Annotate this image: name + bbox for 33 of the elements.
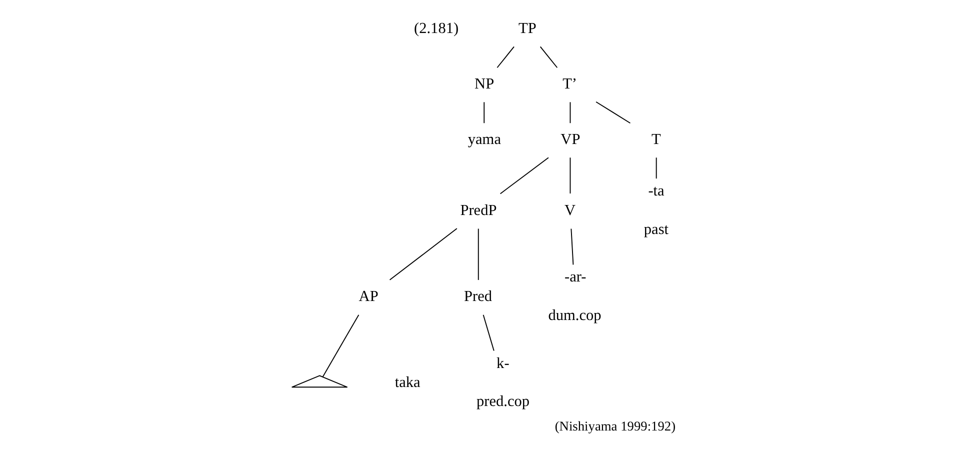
connector [322,314,359,378]
node-text: VP [560,130,580,148]
label: (2.181) [413,20,458,37]
node-text: PredP [460,202,496,219]
connector [482,314,494,352]
connector [539,46,558,68]
connector [569,102,570,124]
node-text: AP [358,288,378,305]
connector [483,102,484,124]
node-label: dum.cop [548,307,601,324]
node-text: yama [467,130,501,148]
connector [570,228,574,266]
node-label: past [643,220,668,238]
node-label: pred.cop [476,393,530,410]
node-text: k- [496,354,509,372]
connector [477,228,478,280]
node-text: Pred [464,288,492,305]
connector [569,157,570,194]
connector [388,228,457,280]
caption: (Nishiyama 1999:192) [554,418,676,434]
node-text: T’ [562,75,577,92]
node-text: TP [518,20,536,37]
connector [499,157,548,194]
node-text: NP [474,75,494,92]
node-text: T [651,130,660,148]
connector [496,46,514,68]
node-triangle [290,375,348,388]
node-text: V [564,202,576,219]
node-text: -ar- [564,268,586,286]
connector [655,157,656,180]
connector [595,101,630,124]
node-label: taka [394,374,420,391]
node-text: -ta [648,182,664,200]
